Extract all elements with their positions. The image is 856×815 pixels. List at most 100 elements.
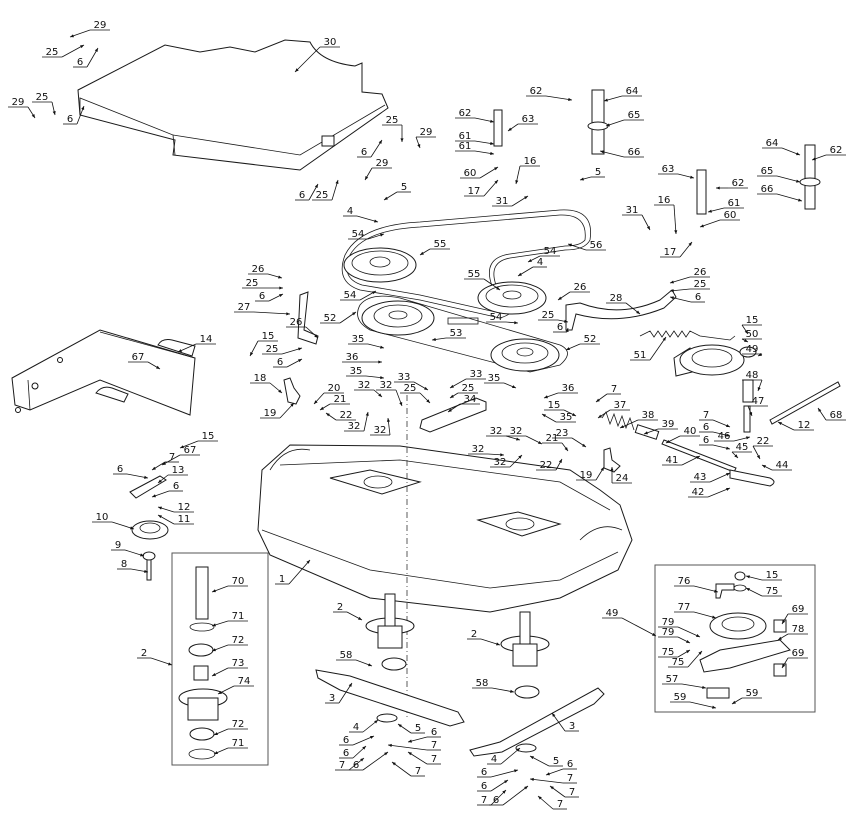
callout-arrowhead [518,272,522,276]
callout-arrowhead [508,127,512,131]
callout-30: 30 [294,37,340,73]
callout-25: 25 [400,383,431,404]
callout-arrowhead [432,337,436,342]
callout-55: 55 [419,239,450,256]
callout-5: 5 [397,723,425,734]
callout-6: 6 [63,105,85,125]
callout-arrowhead [399,402,403,406]
post-part-63-right [696,169,707,215]
callout-7: 7 [407,751,441,765]
callout-arrowhead [512,385,516,389]
callout-6: 6 [477,779,509,792]
callout-arrowhead [314,334,318,338]
callout-arrowhead [490,141,494,145]
spindle-assembly-parts [178,566,228,760]
callout-arrowhead [565,328,569,332]
callout-number: 7 [481,795,487,806]
callout-number: 17 [664,247,677,258]
callout-number: 78 [792,624,805,635]
callout-leader [491,687,515,693]
callout-71: 71 [211,611,248,627]
callout-number: 2 [337,602,343,613]
callout-leader [288,559,311,585]
callout-number: 54 [544,246,557,257]
callout-68: 68 [817,407,846,421]
callout-arrowhead [542,414,546,418]
callout-23: 23 [552,428,587,448]
callout-10: 10 [92,512,135,530]
callout-leader [545,95,573,101]
callout-arrowhead [212,672,216,676]
idler-pulley-part-49 [673,344,757,377]
callout-number: 25 [36,92,49,103]
arm-part-28 [565,289,677,331]
callout-32: 32 [344,411,369,432]
lever-part-18 [283,377,301,405]
callout-arrowhead [504,780,508,784]
callout-arrowhead [218,690,222,694]
callout-leader [500,747,521,765]
callout-arrowhead [420,251,424,255]
callout-arrowhead [494,167,498,171]
callout-35: 35 [541,412,576,423]
callout-number: 6 [567,759,573,770]
callout-arrowhead [732,700,736,704]
callout-arrowhead [380,345,384,349]
callout-number: 6 [703,435,709,446]
callout-number: 75 [662,647,675,658]
lever-part-24 [603,447,621,473]
callout-arrowhead [326,413,330,417]
callout-15: 15 [741,315,762,335]
callout-arrowhead [744,338,748,342]
callout-25: 25 [669,279,710,293]
callout-arrowhead [670,289,674,293]
callout-number: 25 [266,344,279,355]
callout-2: 2 [333,602,363,621]
callout-arrowhead [335,180,339,184]
callout-arrowhead [52,111,56,115]
callout-number: 9 [115,540,121,551]
callout-arrowhead [278,389,282,393]
callout-29: 29 [364,158,392,181]
callout-79: 79 [658,627,691,644]
callout-32: 32 [354,380,383,398]
blade-part-3-left [315,669,465,727]
callout-36: 36 [543,383,578,399]
callout-leader [529,778,564,784]
callout-number: 34 [464,394,477,405]
callout-number: 75 [672,657,685,668]
callout-arrowhead [388,743,392,748]
callout-18: 18 [250,373,283,394]
callout-arrowhead [408,752,412,756]
callout-arrowhead [380,376,384,380]
callout-number: 39 [662,419,675,430]
front-bracket-part-14 [11,329,196,416]
callout-number: 14 [200,334,213,345]
callout-arrowhead [756,455,760,459]
callout-31: 31 [622,205,651,231]
callout-number: 25 [404,383,417,394]
arm-part-27 [297,291,319,345]
callout-arrowhead [212,623,216,627]
callout-number: 32 [472,444,485,455]
pin-part-47 [743,405,751,433]
callout-arrowhead [450,394,454,398]
spring-part-38 [601,411,635,431]
callout-arrowhead [700,224,704,228]
callout-leader [391,761,412,777]
callout-28: 28 [606,293,641,315]
callout-number: 26 [290,317,303,328]
callout-arrowhead [702,685,706,689]
callout-arrowhead [278,275,282,279]
callout-number: 64 [626,86,639,97]
callout-arrowhead [424,386,428,390]
callout-number: 62 [459,108,472,119]
callout-62: 62 [716,178,748,190]
callout-number: 6 [77,57,83,68]
callout-leader [294,46,321,73]
callout-arrowhead [450,384,454,388]
callout-32: 32 [376,380,403,407]
callout-number: 60 [464,168,477,179]
callout-leader [673,204,677,235]
